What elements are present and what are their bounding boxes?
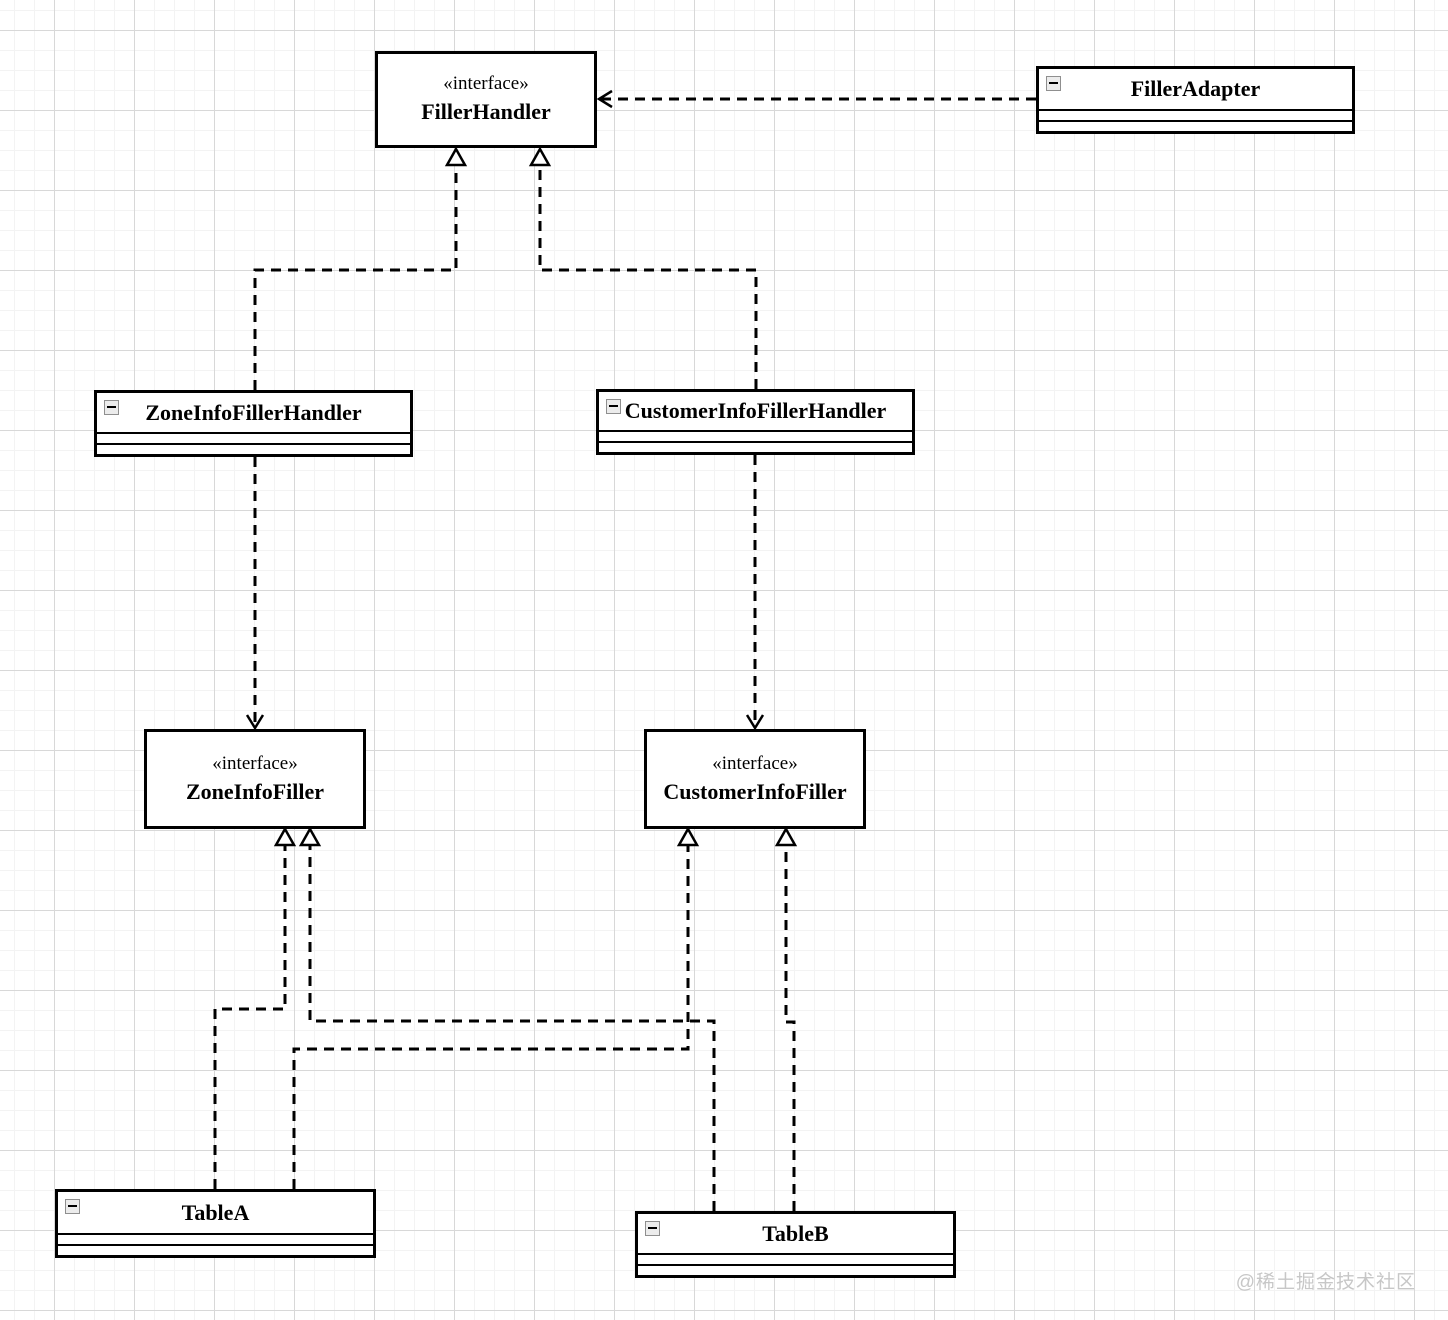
class-node-customerinfofillerhandler[interactable]: CustomerInfoFillerHandler — [596, 389, 915, 455]
edge-customerinfofillerhandler-to-fillerhandler[interactable] — [528, 146, 758, 389]
collapse-minus-icon[interactable] — [104, 400, 119, 415]
class-name-label: ZoneInfoFillerHandler — [145, 399, 362, 425]
class-node-tablea[interactable]: TableA — [55, 1189, 376, 1258]
attributes-compartment — [599, 430, 912, 441]
class-node-zoneinfofillerhandler[interactable]: ZoneInfoFillerHandler — [94, 390, 413, 457]
class-name-label: CustomerInfoFillerHandler — [624, 398, 887, 423]
class-name-label: TableB — [762, 1220, 829, 1246]
edge-zoneinfofillerhandler-to-fillerhandler[interactable] — [253, 146, 468, 390]
attributes-compartment — [58, 1233, 373, 1244]
methods-compartment — [638, 1264, 953, 1275]
interface-node-fillerhandler[interactable]: «interface» FillerHandler — [375, 51, 597, 148]
class-name-label: FillerAdapter — [1130, 76, 1261, 101]
interface-name-label: ZoneInfoFiller — [185, 778, 325, 804]
edge-tablea-to-zoneinfofiller[interactable] — [213, 826, 297, 1189]
class-node-filleradapter[interactable]: FillerAdapter — [1036, 66, 1355, 134]
edge-tableb-to-customerinfofiller[interactable] — [774, 826, 798, 1211]
attributes-compartment — [1039, 109, 1352, 120]
class-node-tableb[interactable]: TableB — [635, 1211, 956, 1278]
methods-compartment — [58, 1244, 373, 1255]
edge-filleradapter-to-fillerhandler[interactable] — [596, 89, 1036, 109]
collapse-minus-icon[interactable] — [1046, 76, 1061, 91]
methods-compartment — [1039, 120, 1352, 131]
edge-tableb-to-zoneinfofiller[interactable] — [298, 826, 716, 1211]
edge-zoneinfofillerhandler-to-zoneinfofiller[interactable] — [245, 457, 265, 731]
edge-customerinfofillerhandler-to-customerinfofiller[interactable] — [745, 455, 765, 731]
attributes-compartment — [97, 432, 410, 443]
interface-node-customerinfofiller[interactable]: «interface» CustomerInfoFiller — [644, 729, 866, 829]
stereotype-label: «interface» — [443, 73, 529, 95]
class-name-label: TableA — [181, 1199, 250, 1225]
collapse-minus-icon[interactable] — [65, 1199, 80, 1214]
watermark-text: @稀土掘金技术社区 — [1235, 1272, 1416, 1293]
methods-compartment — [97, 443, 410, 454]
attributes-compartment — [638, 1253, 953, 1264]
interface-node-zoneinfofiller[interactable]: «interface» ZoneInfoFiller — [144, 729, 366, 829]
collapse-minus-icon[interactable] — [645, 1221, 660, 1236]
edge-tablea-to-customerinfofiller[interactable] — [292, 826, 700, 1189]
collapse-minus-icon[interactable] — [606, 399, 621, 414]
interface-name-label: FillerHandler — [421, 99, 551, 125]
methods-compartment — [599, 441, 912, 452]
stereotype-label: «interface» — [712, 752, 798, 774]
stereotype-label: «interface» — [212, 752, 298, 774]
interface-name-label: CustomerInfoFiller — [663, 778, 847, 804]
